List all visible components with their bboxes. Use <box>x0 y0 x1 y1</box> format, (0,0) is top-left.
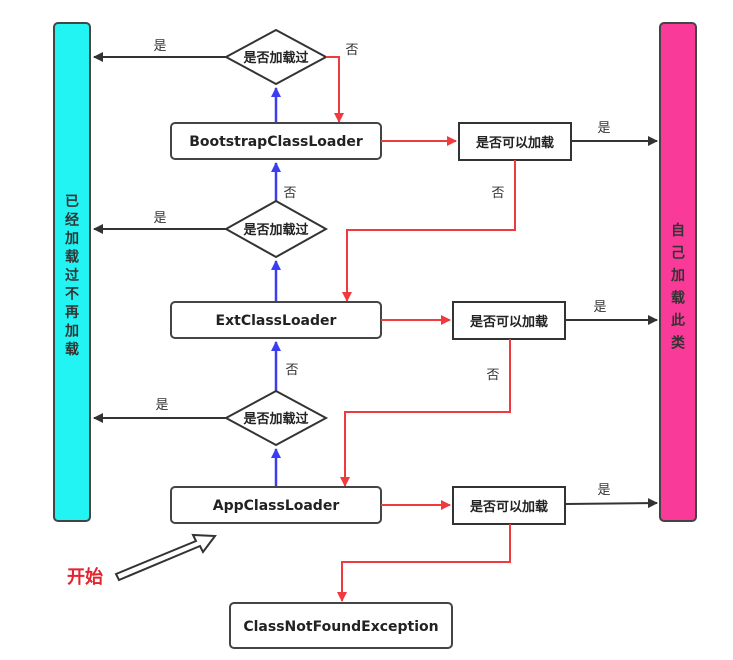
class-not-found-exception-node: ClassNotFoundException <box>229 602 453 649</box>
no-label: 否 <box>345 43 358 58</box>
no-arrow-to-app <box>340 339 511 487</box>
exception-name: ClassNotFoundException <box>243 619 438 635</box>
can-load-box-app: 是否可以加载 <box>452 486 566 525</box>
bar-label-char: 已 <box>65 194 79 210</box>
diamond-loaded-check-bootstrap: 是否加载过 <box>223 28 329 86</box>
no-label: 否 <box>491 186 504 201</box>
yes-label: 是 <box>153 39 166 54</box>
yes-arrow-to-self-load <box>564 498 658 509</box>
loader-name: BootstrapClassLoader <box>189 134 363 150</box>
hollow-arrow-icon <box>114 533 217 582</box>
bootstrap-class-loader-node: BootstrapClassLoader <box>170 122 382 160</box>
bar-label-char: 此 <box>671 312 685 329</box>
bar-label-char: 经 <box>65 212 79 229</box>
start-label: 开始 <box>67 566 103 588</box>
bar-label-char: 载 <box>671 290 685 307</box>
can-load-text: 是否可以加载 <box>469 499 548 515</box>
can-load-box-ext: 是否可以加载 <box>452 301 566 340</box>
no-label: 否 <box>486 368 499 383</box>
no-label: 否 <box>285 363 298 378</box>
bar-label-char: 不 <box>65 287 79 303</box>
can-load-text: 是否可以加载 <box>469 314 548 330</box>
yes-label: 是 <box>155 398 168 413</box>
diamond-text: 是否加载过 <box>242 50 308 66</box>
bar-label-char: 类 <box>671 335 686 352</box>
yes-label: 是 <box>153 211 166 226</box>
can-load-text: 是否可以加载 <box>475 135 554 151</box>
bar-label-char: 过 <box>65 267 79 284</box>
loader-name: ExtClassLoader <box>216 313 337 329</box>
diamond-text: 是否加载过 <box>242 411 308 427</box>
diamond-text: 是否加载过 <box>242 222 308 238</box>
bar-label-char: 再 <box>65 305 79 321</box>
yes-label: 是 <box>597 483 610 498</box>
bar-label-char: 加 <box>64 324 79 340</box>
app-class-loader-node: AppClassLoader <box>170 486 382 524</box>
diamond-loaded-check-app: 是否加载过 <box>223 389 329 447</box>
bar-label-char: 加 <box>670 268 685 284</box>
no-arrow-to-ext <box>342 160 516 302</box>
no-label: 否 <box>283 186 296 201</box>
yes-label: 是 <box>597 121 610 136</box>
bar-label-char: 自 <box>671 222 685 239</box>
yes-label: 是 <box>593 300 606 315</box>
can-load-box-bootstrap: 是否可以加载 <box>458 122 572 161</box>
ext-class-loader-node: ExtClassLoader <box>170 301 382 339</box>
diamond-loaded-check-ext: 是否加载过 <box>223 199 329 259</box>
no-arrow-to-bootstrap <box>326 56 344 123</box>
bar-label-char: 载 <box>65 249 79 266</box>
bar-label-char: 载 <box>65 341 79 358</box>
no-arrow-to-exception <box>337 524 511 602</box>
start-arrow <box>114 533 217 582</box>
loader-name: AppClassLoader <box>213 498 340 514</box>
bar-label-char: 己 <box>671 246 685 262</box>
bar-label-char: 加 <box>64 231 79 247</box>
